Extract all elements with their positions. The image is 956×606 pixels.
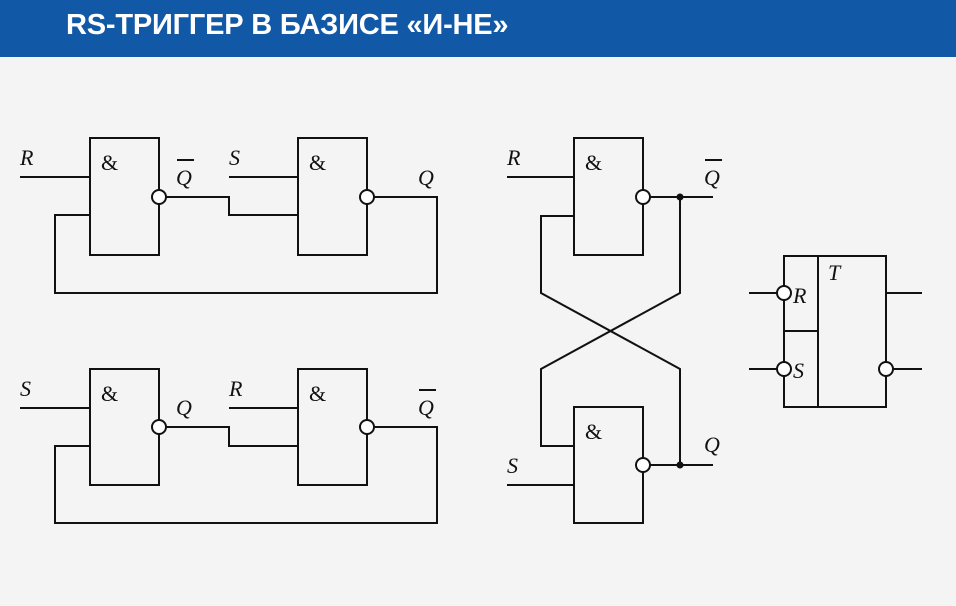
feedback-wire [54,426,438,524]
slide-header: RS-ТРИГГЕР В БАЗИСЕ «И-НЕ» [0,0,956,57]
output-label-q: Q [418,165,434,190]
inverter-bubble [151,189,167,205]
inverter-bubble [359,419,375,435]
inverter-bubble [776,285,792,301]
input-label-r: R [506,145,521,170]
output-label-q: Q [704,432,720,457]
and-symbol: & [101,150,118,175]
and-symbol: & [309,381,326,406]
input-label-s: S [793,358,804,383]
circuit-cross-coupled: & & R S Q Q [506,137,722,524]
wire [166,196,298,216]
circuit-bottom-left: & & S R Q Q [20,368,438,524]
inverter-bubble [359,189,375,205]
and-symbol: & [309,150,326,175]
input-label-r: R [19,145,34,170]
output-label-q: Q [176,395,192,420]
circuit-top-left: & & R S Q Q [19,137,438,294]
input-label-s: S [20,376,31,401]
input-label-s: S [507,453,518,478]
cross-wire [540,215,681,465]
nand-gate [297,368,368,486]
feedback-wire [54,196,438,294]
and-symbol: & [585,419,602,444]
and-symbol: & [585,150,602,175]
nand-gate [89,368,160,486]
cross-wire [540,197,681,447]
input-label-s: S [229,145,240,170]
rs-trigger-symbol: R S T [749,255,922,408]
inverter-bubble [776,361,792,377]
junction-dot [676,461,684,469]
junction-dot [676,193,684,201]
output-label-q-bar: Q [704,165,720,190]
inverter-bubble [635,457,651,473]
slide-title: RS-ТРИГГЕР В БАЗИСЕ «И-НЕ» [66,9,509,41]
and-symbol: & [101,381,118,406]
wire [166,426,298,447]
inverter-bubble [635,189,651,205]
nand-gate [297,137,368,256]
trigger-label-t: T [828,260,842,285]
output-label-q-bar: Q [176,165,192,190]
output-label-q-bar: Q [418,395,434,420]
input-label-r: R [228,376,243,401]
nand-gate [573,406,644,524]
input-label-r: R [792,283,807,308]
inverter-bubble [151,419,167,435]
inverter-bubble [878,361,894,377]
